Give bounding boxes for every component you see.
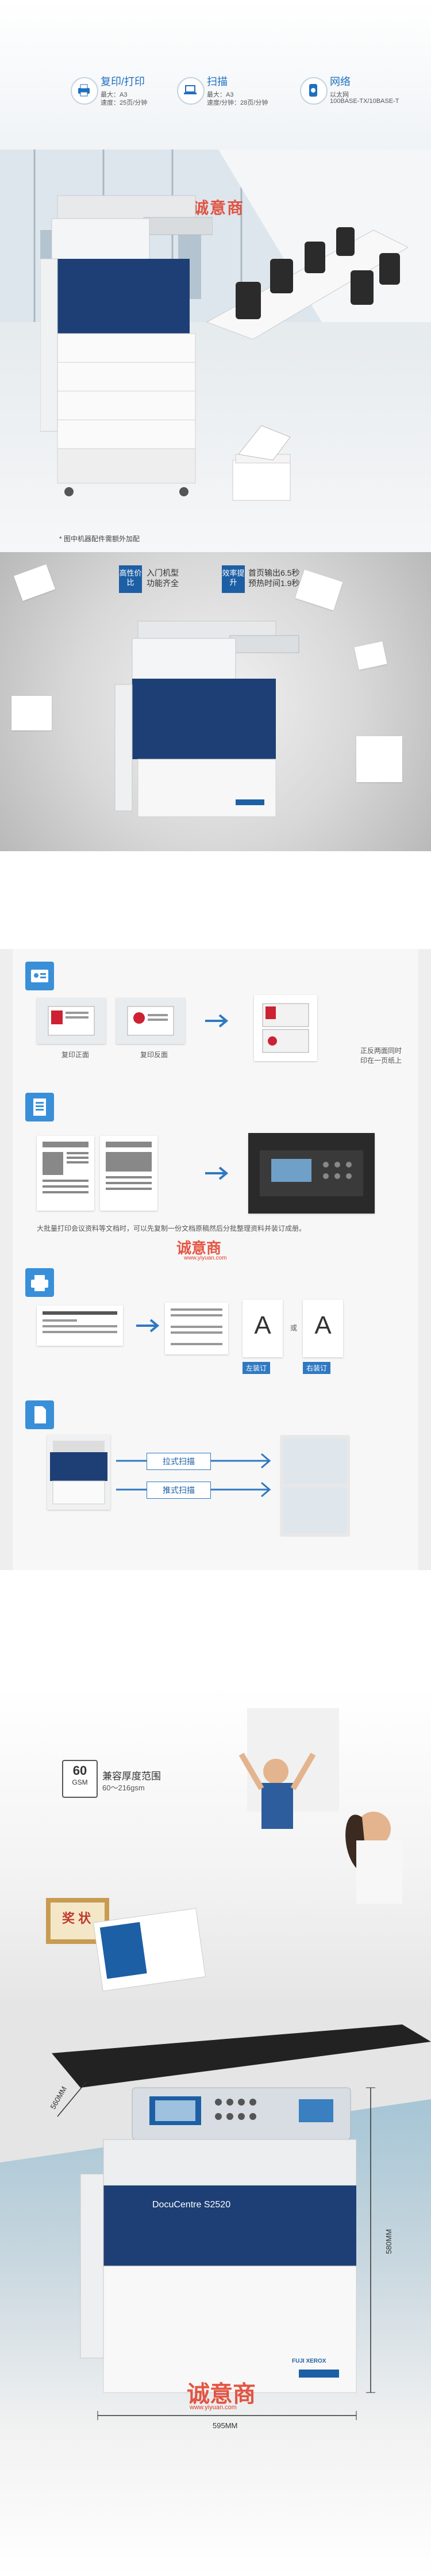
watermark-url: www.yiyuan.com (184, 1255, 227, 1261)
document-stack-image (37, 1306, 123, 1346)
right-arrow-icon (205, 1166, 229, 1180)
flying-paper (13, 564, 56, 601)
feature-line: 以太网 (330, 91, 349, 98)
id-result-image (254, 995, 317, 1061)
monitor-icon (280, 1435, 350, 1488)
product-section: DocuCentre S2520 FUJI XEROX 诚意商 www.yiyu… (0, 2001, 431, 2576)
right-arrow-icon (136, 1319, 160, 1333)
id-front-image (37, 998, 106, 1044)
feature-title: 复印/打印 (101, 76, 145, 87)
features-panel: 复印正面 复印反面 正反两面同时 印在一页纸上 大批量打印会议资料等文档时，可以… (13, 949, 418, 1570)
right-arrow-icon (205, 1014, 229, 1028)
flying-paper (295, 569, 343, 611)
id-card-icon (25, 962, 54, 990)
conference-table-image (206, 227, 408, 339)
printer-icon (25, 1268, 54, 1297)
tag-text: 首页输出6.5秒 (248, 568, 300, 577)
feature-line: 速度：25页/分钟 (101, 99, 148, 106)
paper-stack (356, 736, 402, 782)
id-front-label: 复印正面 (61, 1051, 90, 1059)
office-scene (46, 1708, 402, 1992)
gsm-badge: 60 GSM (62, 1760, 98, 1798)
push-scan-button: 拉式扫描 (147, 1453, 211, 1470)
gsm-value: 60 (72, 1763, 87, 1778)
tag-badge: 效率提升 (222, 565, 245, 593)
document-icon (25, 1093, 54, 1122)
copier-image (114, 621, 299, 817)
flying-paper (354, 641, 387, 670)
tag-text: 入门机型 (147, 568, 179, 577)
hero-section: 复印/打印 最大：A3 速度：25页/分钟 扫描 最大：A3 速度/分钟：28页… (0, 0, 431, 552)
id-result-text: 印在一页纸上 (360, 1057, 402, 1065)
certificate-label: 奖 状 (62, 1911, 91, 1926)
newspaper-image (100, 1136, 157, 1211)
printer-icon (71, 77, 98, 105)
feature-line: 最大：A3 (101, 91, 128, 98)
laptop-icon (177, 77, 205, 105)
page-a-image: A (303, 1300, 343, 1357)
file-icon (25, 1400, 54, 1429)
tag-text: 预热时间1.9秒 (248, 579, 300, 588)
tag-badge: 高性价比 (119, 565, 142, 593)
feature-title: 扫描 (207, 76, 228, 87)
watermark: 诚意商 (193, 199, 245, 217)
monitor-icon (280, 1484, 350, 1537)
spacer (0, 1570, 431, 1685)
page-a-image: A (243, 1300, 283, 1357)
watermark-url: www.yiyuan.com (190, 2404, 237, 2411)
model-name: DocuCentre S2520 (152, 2200, 231, 2210)
paper-stack (11, 696, 52, 730)
paper-section: 奖 状 60 GSM 兼容厚度范围 60～216gsm (0, 1685, 431, 2001)
width-dimension: 595MM (213, 2421, 238, 2430)
paper-title: 兼容厚度范围 (102, 1771, 161, 1782)
feature-title: 网络 (330, 76, 351, 87)
id-back-image (116, 998, 185, 1044)
booklet-caption: 大批量打印会议资料等文档时，可以先复制一份文档原稿然后分批整理资料并装订成册。 (37, 1224, 306, 1233)
left-bind-label: 左装订 (243, 1362, 271, 1374)
feature-line: 100BASE-TX/10BASE-T (330, 98, 399, 105)
copier-image (40, 195, 213, 496)
pull-scan-button: 推式扫描 (147, 1482, 211, 1499)
or-label: 或 (290, 1324, 298, 1332)
id-result-text: 正反两面同时 (360, 1047, 402, 1055)
gsm-unit: GSM (72, 1778, 88, 1786)
page-a-letter: A (314, 1311, 332, 1339)
right-bind-label: 右装订 (303, 1362, 331, 1374)
control-panel-image (248, 1133, 375, 1214)
feature-line: 最大：A3 (207, 91, 234, 98)
brand-logo: FUJI XEROX (292, 2358, 326, 2364)
product-scene (0, 2001, 431, 2420)
feature-line: 速度/分钟：28页/分钟 (207, 99, 268, 106)
features-section: 复印正面 复印反面 正反两面同时 印在一页纸上 大批量打印会议资料等文档时，可以… (0, 949, 431, 1570)
height-dimension: 580MM (384, 2229, 394, 2255)
tag-text: 功能齐全 (147, 579, 179, 588)
spec-section: 高性价比 入门机型 功能齐全 效率提升 首页输出6.5秒 预热时间1.9秒 (0, 552, 431, 851)
paper-stack-image (232, 425, 291, 501)
paper-range: 60～216gsm (102, 1783, 145, 1792)
id-back-label: 复印反面 (140, 1051, 168, 1059)
watermark: 诚意商 (176, 1239, 222, 1257)
copier-small-image (47, 1435, 110, 1510)
spacer (0, 851, 431, 949)
network-icon (300, 77, 328, 105)
page-a-letter: A (254, 1311, 271, 1339)
footnote: * 图中机器配件需额外加配 (59, 535, 140, 543)
collated-pages-image (165, 1303, 228, 1354)
newspaper-image (37, 1136, 94, 1211)
watermark: 诚意商 (187, 2382, 256, 2407)
